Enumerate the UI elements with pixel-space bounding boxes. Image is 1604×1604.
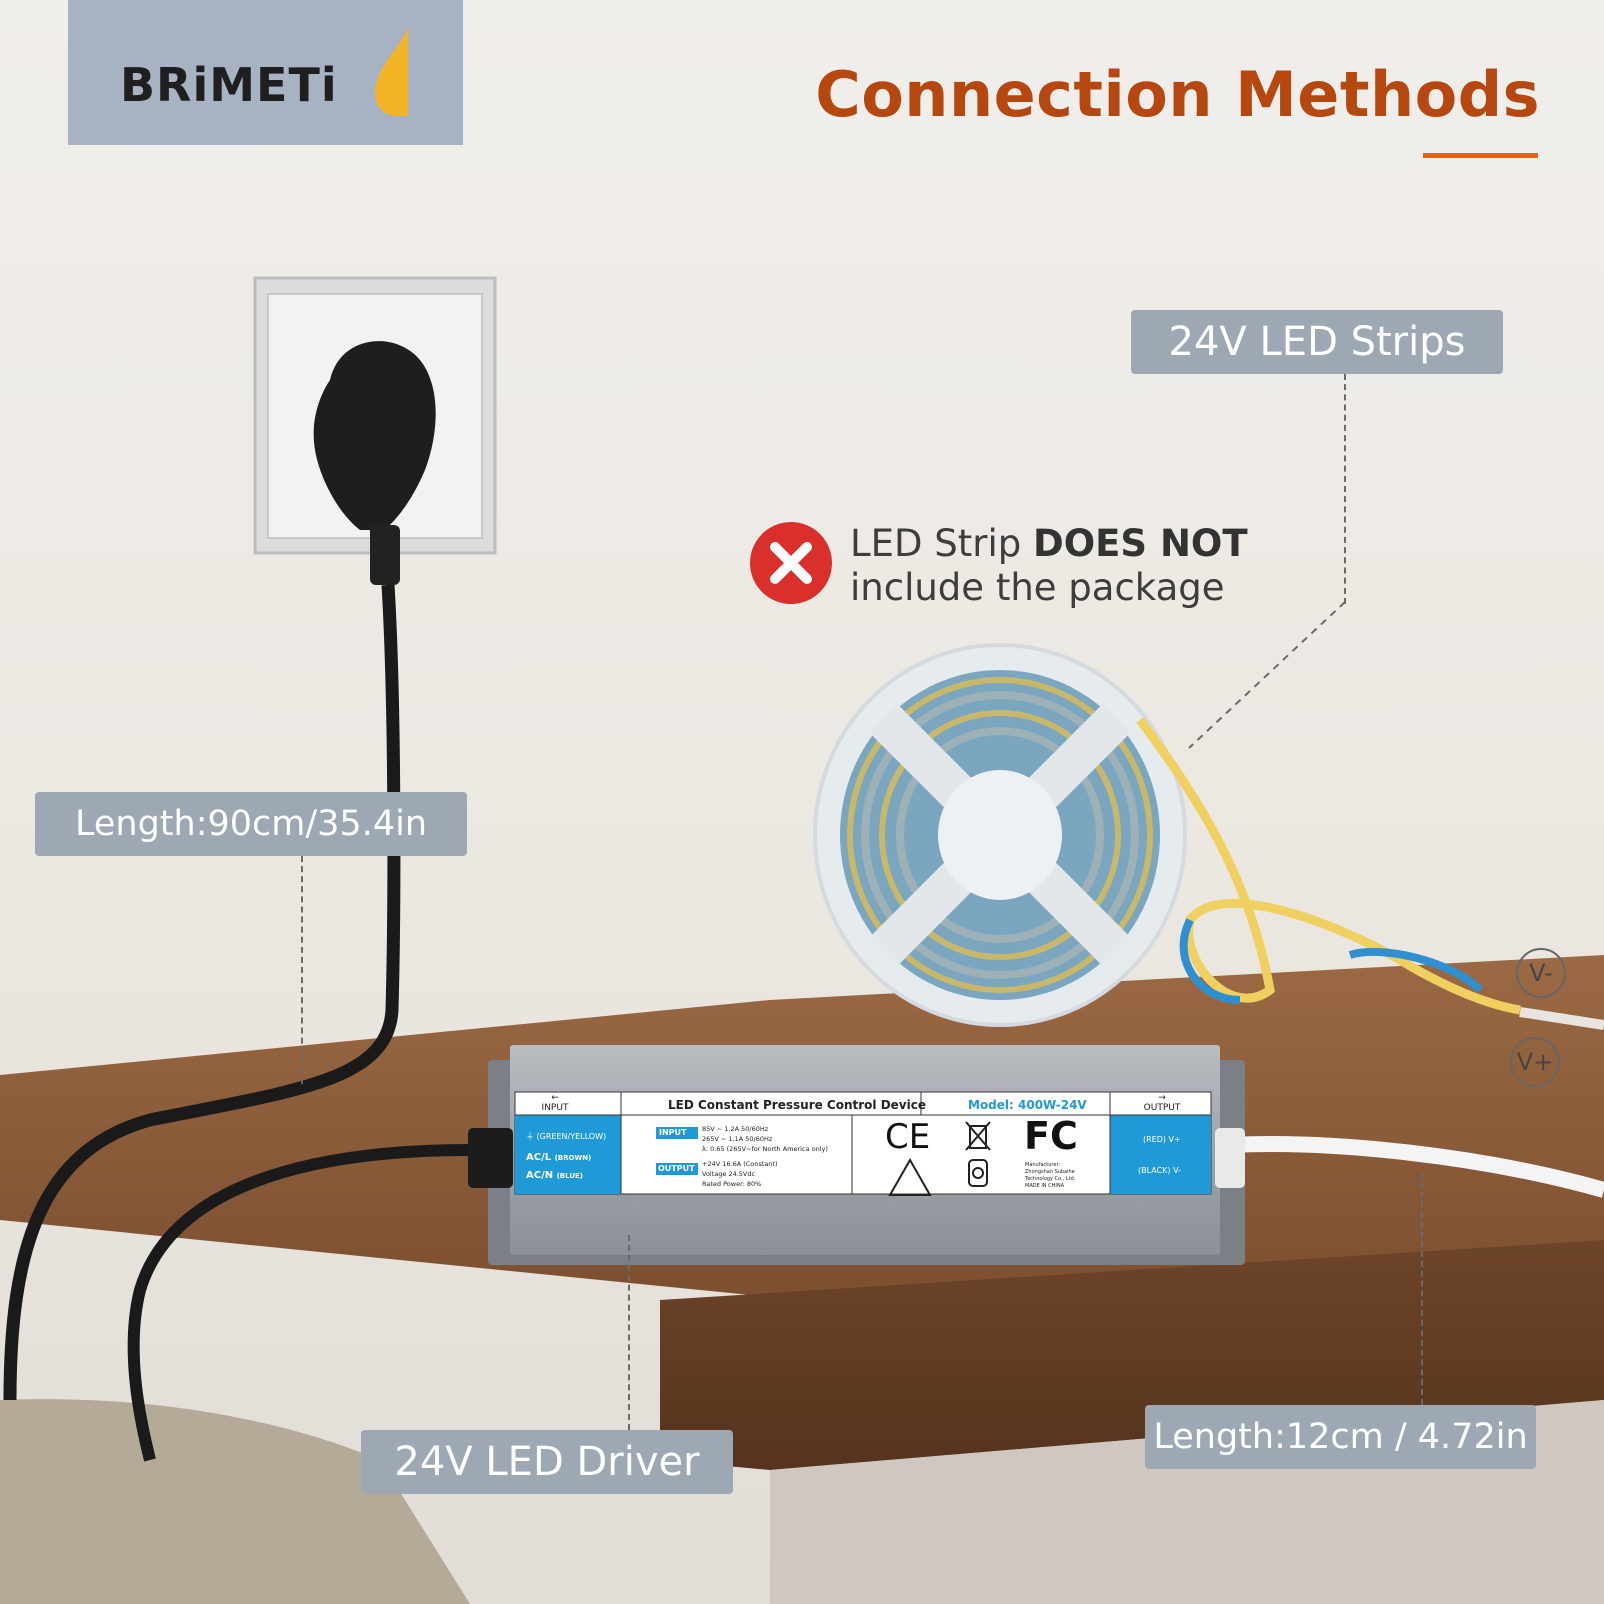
label-cable-length: Length:90cm/35.4in	[35, 792, 467, 856]
driver-output-specs: +24V 16.6A (Constant) Voltage 24.5Vdc Ra…	[702, 1160, 778, 1188]
driver-input-header: ←INPUT	[541, 1093, 569, 1113]
leader-line	[1344, 374, 1346, 604]
leader-line-diagonal	[1188, 601, 1346, 749]
driver-model: Model: 400W-24V	[968, 1098, 1087, 1112]
driver-input-tag: INPUT	[659, 1128, 687, 1137]
brand-logo: BRiMETi	[120, 58, 338, 112]
label-output-length: Length:12cm / 4.72in	[1145, 1405, 1536, 1469]
plug	[313, 341, 436, 585]
terminal-v-plus: V+	[1510, 1037, 1560, 1087]
fcc-mark: FC	[1024, 1114, 1078, 1158]
led-reel	[813, 643, 1187, 1027]
notice-text: LED Strip DOES NOT include the package	[850, 522, 1248, 609]
driver-acn: AC/N (BLUE)	[526, 1170, 584, 1181]
leader-line	[301, 856, 303, 1084]
x-mark-icon	[750, 522, 832, 604]
leader-line	[628, 1235, 630, 1430]
page-title: Connection Methods	[815, 58, 1540, 131]
driver-ground: ⏚ (GREEN/YELLOW)	[526, 1132, 607, 1141]
driver-output-tag: OUTPUT	[658, 1164, 695, 1173]
driver-manufacturer: Manufacturer: Zhongshan Subaihe Technolo…	[1025, 1162, 1076, 1189]
weee-bin-icon	[965, 1121, 991, 1187]
driver-output-red: (RED) V+	[1143, 1135, 1181, 1144]
driver-input-specs: 85V ~ 1.2A 50/60Hz 265V ~ 1.1A 50/60Hz λ…	[702, 1125, 828, 1153]
brand-flame-icon	[375, 28, 408, 116]
label-led-driver: 24V LED Driver	[361, 1430, 733, 1494]
label-led-strips: 24V LED Strips	[1131, 310, 1503, 374]
leader-line	[1421, 1172, 1423, 1405]
driver-device-name: LED Constant Pressure Control Device	[668, 1098, 926, 1112]
driver-output-black: (BLACK) V-	[1138, 1166, 1181, 1175]
ce-mark: CE	[885, 1117, 931, 1157]
terminal-v-minus: V-	[1516, 948, 1566, 998]
driver-acl: AC/L (BROWN)	[526, 1152, 592, 1163]
title-underline	[1423, 153, 1538, 158]
driver-output-header: →OUTPUT	[1143, 1093, 1181, 1113]
sofa	[0, 1399, 470, 1604]
led-driver	[468, 1045, 1245, 1265]
